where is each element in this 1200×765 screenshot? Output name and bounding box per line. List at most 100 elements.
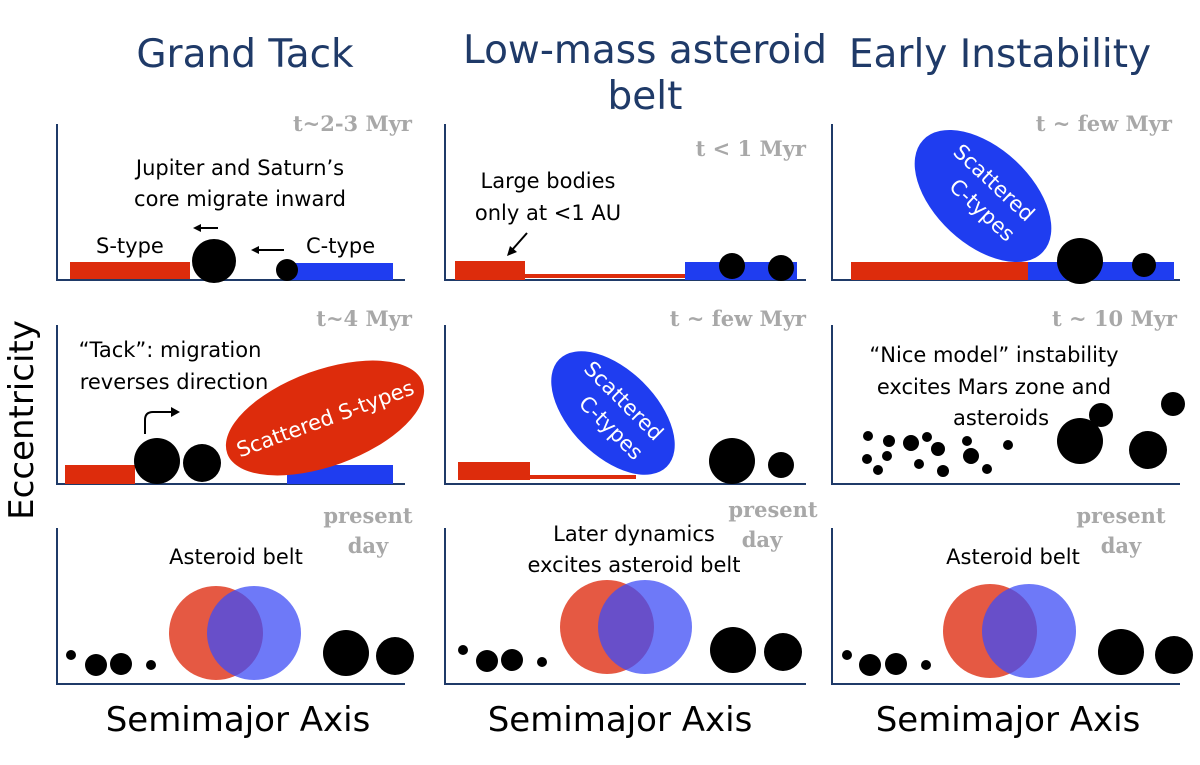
panel-axes [444, 325, 806, 485]
saturn [768, 452, 794, 478]
panel-axes [831, 528, 1180, 685]
panel-axes [444, 528, 806, 685]
c-type-belt [598, 580, 692, 674]
time-label: t ~ few Myr [670, 306, 807, 331]
jupiter [323, 630, 369, 676]
panel-low-mass-2: t ~ few Myr Scattered C-types [444, 306, 807, 485]
jupiter [1098, 629, 1144, 675]
panel-grand-tack-2: t~4 Myr “Tack”: migration reverses direc… [56, 306, 425, 485]
time-label-line-2: day [348, 533, 389, 558]
tack-turn-arrow-head [171, 407, 180, 417]
s-type-band [455, 261, 525, 280]
scattered-body [1161, 392, 1185, 416]
s-type-band [70, 262, 190, 279]
panel-grand-tack-3: present day Asteroid belt [56, 503, 414, 685]
planet [85, 654, 107, 676]
planet [476, 650, 498, 672]
time-label: t ~ 10 Myr [1052, 306, 1178, 331]
pointer-arrow [511, 232, 528, 251]
scattered-small-bodies [862, 431, 1013, 477]
time-label: t ~ few Myr [1036, 111, 1173, 136]
saturn [1155, 636, 1193, 674]
saturn [376, 637, 414, 675]
arrow-left-lower-head [251, 246, 259, 254]
planet-small [537, 657, 547, 667]
planet [501, 649, 523, 671]
jupiter [1057, 238, 1103, 284]
c-type-band [287, 263, 393, 280]
panel-grand-tack-1: t~2-3 Myr Jupiter and Saturn’s core migr… [56, 111, 413, 283]
saturn [1132, 253, 1156, 277]
time-label: t~4 Myr [316, 306, 413, 331]
planet-small [458, 645, 468, 655]
jupiter [1057, 418, 1103, 464]
s-type-band [458, 462, 530, 480]
column-title-early-instability: Early Instability [848, 32, 1152, 77]
annotation-line-1: Jupiter and Saturn’s [134, 156, 344, 180]
pointer-arrow-head [507, 246, 517, 256]
depleted-band [530, 475, 636, 479]
jupiter-core [719, 253, 745, 279]
time-label-line-1: present [728, 497, 818, 522]
annotation-line-2: excites Mars zone and [877, 375, 1111, 399]
annotation-line-1: “Tack”: migration [79, 338, 262, 362]
jupiter [710, 627, 756, 673]
column-title-grand-tack: Grand Tack [136, 32, 354, 77]
planet [859, 654, 881, 676]
scattered-c-types-bubble [551, 351, 675, 475]
s-type-band [851, 262, 1028, 280]
s-type-label: S-type [96, 234, 164, 258]
jupiter [709, 438, 755, 484]
planet-small [66, 650, 76, 660]
c-type-label: C-type [306, 234, 375, 258]
saturn-core [276, 259, 298, 281]
planet [885, 653, 907, 675]
time-label-line-2: day [742, 527, 783, 552]
annotation-line-1: Later dynamics [553, 522, 715, 546]
asteroid-belt-label: Asteroid belt [169, 545, 303, 569]
panel-early-instability-3: present day Asteroid belt [831, 503, 1193, 685]
jupiter [134, 438, 180, 484]
saturn [764, 633, 802, 671]
time-label: t < 1 Myr [696, 136, 807, 161]
scattered-s-types-bubble [225, 360, 425, 476]
panel-low-mass-3: present day Later dynamics excites aster… [444, 497, 818, 685]
scattered-body [1089, 403, 1113, 427]
panel-early-instability-2: t ~ 10 Myr “Nice model” instability exci… [831, 306, 1185, 485]
annotation-line-2: only at <1 AU [475, 201, 621, 225]
planet-small [146, 660, 156, 670]
panel-axes [56, 528, 405, 685]
asteroid-belt-label: Asteroid belt [946, 545, 1080, 569]
tack-turn-arrow [144, 411, 172, 434]
panel-low-mass-1: t < 1 Myr Large bodies only at <1 AU [444, 124, 807, 281]
annotation-line-3: asteroids [953, 406, 1049, 430]
arrow-left-upper-head [193, 224, 201, 232]
planet [110, 653, 132, 675]
planet-small [921, 660, 931, 670]
depleted-band [525, 274, 685, 278]
annotation-line-2: core migrate inward [134, 187, 346, 211]
planet-small [842, 650, 852, 660]
c-type-belt [982, 584, 1076, 678]
annotation-line-1: “Nice model” instability [869, 343, 1118, 367]
time-label: t~2-3 Myr [293, 111, 413, 136]
annotation-line-2: excites asteroid belt [528, 553, 741, 577]
time-label-line-1: present [323, 503, 413, 528]
jupiter-core [192, 239, 236, 283]
x-axis-label-grand-tack: Semimajor Axis [105, 700, 371, 740]
panel-early-instability-1: t ~ few Myr Scattered C-types [831, 111, 1180, 284]
scattered-c-types-bubble [914, 129, 1052, 263]
x-axis-label-early-instability: Semimajor Axis [875, 700, 1141, 740]
saturn [183, 444, 221, 482]
c-type-belt [207, 586, 301, 680]
time-label-line-1: present [1076, 503, 1166, 528]
column-title-low-mass-belt: Low-mass asteroid belt [463, 28, 827, 119]
annotation-line-2: reverses direction [80, 370, 269, 394]
saturn-core [768, 255, 794, 281]
time-label-line-2: day [1101, 533, 1142, 558]
annotation-line-1: Large bodies [481, 169, 616, 193]
saturn [1129, 431, 1167, 469]
panel-axes [831, 325, 1180, 485]
